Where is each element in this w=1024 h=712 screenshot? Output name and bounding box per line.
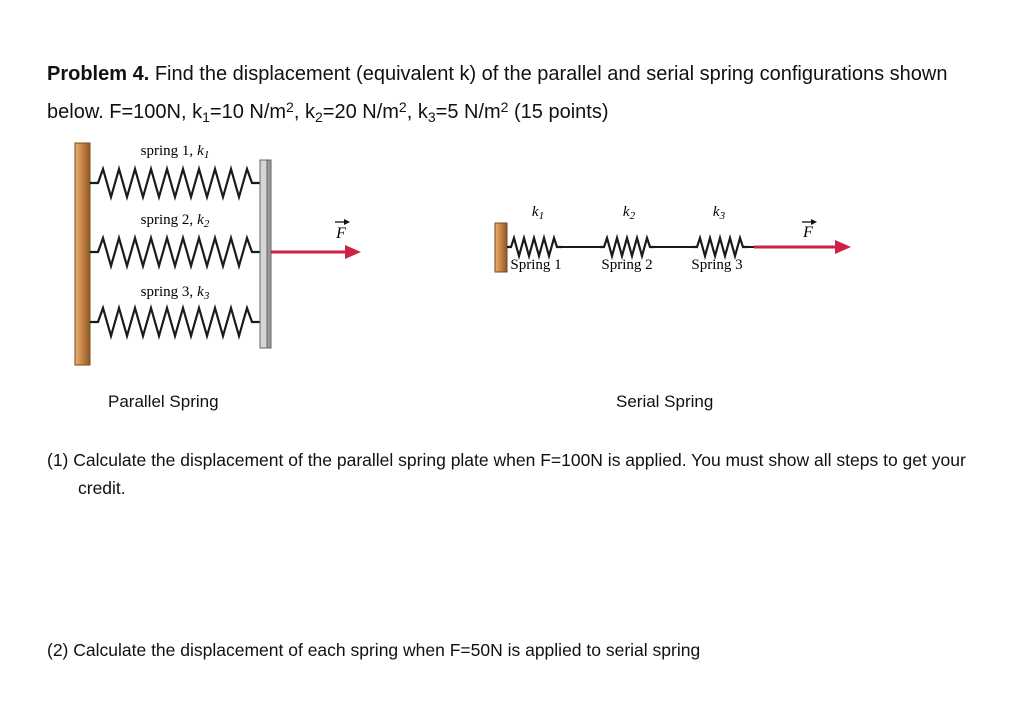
statement-text: , k bbox=[293, 101, 315, 123]
parallel-spring-diagram: F spring 1,k1 spring 2,k2 spring 3,k3 bbox=[74, 142, 361, 366]
question-1: (1) Calculate the displacement of the pa… bbox=[47, 450, 966, 498]
spring2-label: Spring 2 bbox=[601, 257, 652, 273]
spring-coil-2 bbox=[598, 236, 657, 258]
spring-plate-edge bbox=[266, 159, 272, 349]
force-label: F bbox=[335, 225, 346, 242]
statement-text: =20 N/m bbox=[322, 101, 399, 123]
statement-text: , k bbox=[406, 101, 428, 123]
serial-spring-diagram: F k1 k2 k3 Spring 1 Spring 2 Spring 3 bbox=[494, 204, 851, 273]
vector-arrowhead bbox=[344, 219, 350, 225]
serial-caption: Serial Spring bbox=[616, 392, 714, 411]
wall-bar bbox=[74, 142, 91, 366]
spring1-label: Spring 1 bbox=[510, 257, 561, 273]
question-2: (2) Calculate the displacement of each s… bbox=[47, 640, 701, 660]
spring-coil-2 bbox=[88, 236, 262, 268]
statement-text: =5 N/m bbox=[435, 101, 501, 123]
spring-coil-3 bbox=[691, 236, 750, 258]
vector-arrowhead bbox=[811, 219, 817, 225]
force-label: F bbox=[802, 224, 813, 241]
spring-coil-1 bbox=[88, 167, 262, 199]
problem-number: Problem 4. bbox=[47, 63, 150, 85]
k2-label: k2 bbox=[623, 204, 636, 222]
wall-bar bbox=[494, 222, 508, 273]
spring3-label: Spring 3 bbox=[691, 257, 742, 273]
spring-plate bbox=[259, 159, 268, 349]
parallel-caption: Parallel Spring bbox=[108, 392, 219, 411]
k1-label: k1 bbox=[532, 204, 544, 222]
spring-coil-3 bbox=[88, 306, 262, 338]
spring2-label: spring 2,k2 bbox=[141, 212, 210, 230]
problem-statement: Problem 4. Find the displacement (equiva… bbox=[47, 58, 982, 134]
unit-superscript: 2 bbox=[398, 99, 407, 115]
k3-subscript: 3 bbox=[427, 109, 436, 125]
statement-text: (15 points) bbox=[508, 101, 609, 123]
unit-superscript: 2 bbox=[500, 99, 509, 115]
statement-text: Find the displacement (equivalent k) of … bbox=[47, 63, 948, 123]
spring1-label: spring 1,k1 bbox=[141, 143, 210, 161]
k3-label: k3 bbox=[713, 204, 726, 222]
spring-coil-1 bbox=[505, 236, 564, 258]
unit-superscript: 2 bbox=[286, 99, 294, 115]
k2-subscript: 2 bbox=[314, 109, 323, 125]
force-arrowhead bbox=[835, 240, 851, 254]
k1-subscript: 1 bbox=[202, 109, 210, 125]
statement-text: =10 N/m bbox=[209, 101, 287, 123]
force-arrowhead bbox=[345, 245, 361, 259]
spring3-label: spring 3,k3 bbox=[141, 284, 210, 302]
